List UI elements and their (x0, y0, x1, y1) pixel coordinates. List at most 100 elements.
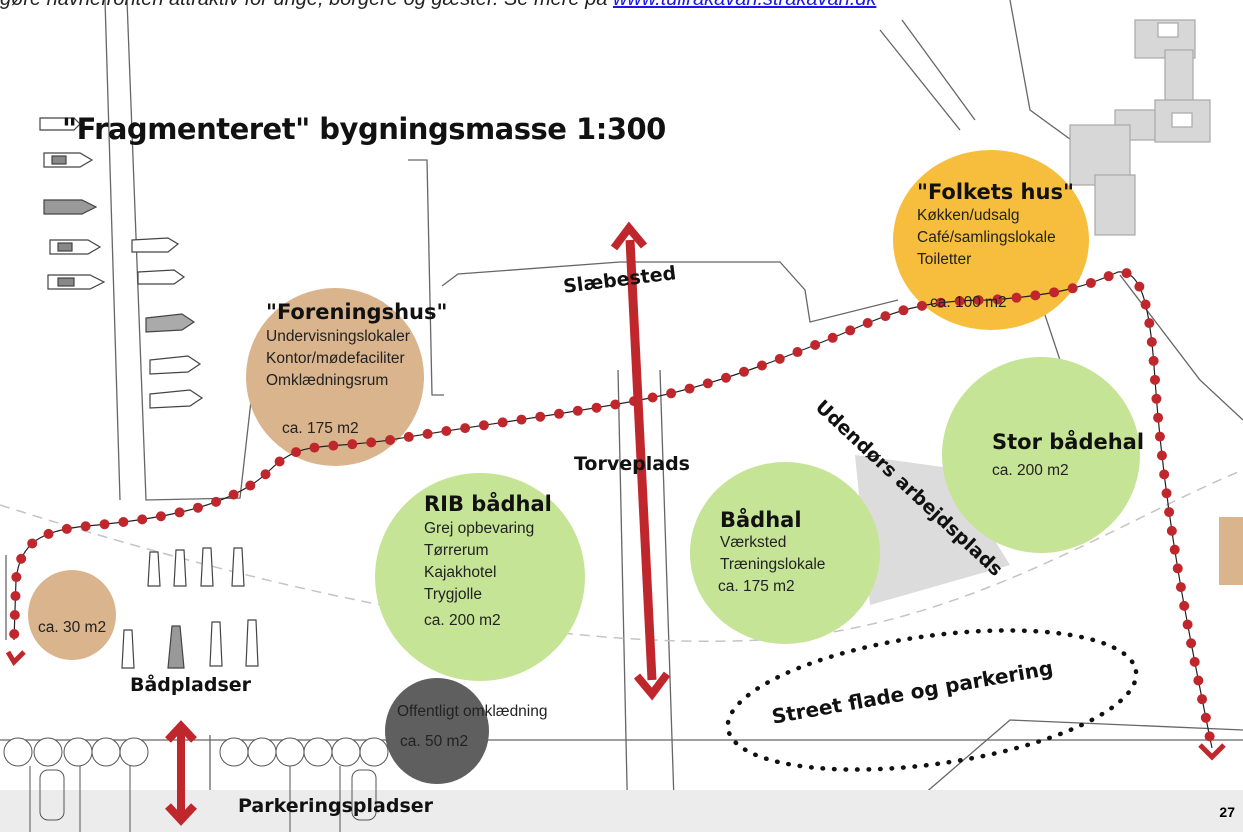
rib-line-2: Tørrerum (424, 542, 489, 559)
route-dot (1197, 694, 1208, 705)
stor-area: ca. 200 m2 (992, 462, 1069, 479)
boat-icon (245, 619, 259, 667)
route-dot (328, 440, 339, 451)
tree-icon (33, 737, 63, 767)
route-dot (647, 392, 658, 403)
route-dot (916, 300, 927, 311)
route-dot (1148, 355, 1159, 366)
small-area: ca. 30 m2 (38, 619, 107, 636)
route-dot (1085, 277, 1096, 288)
route-dot (43, 528, 54, 539)
boat-icon (231, 547, 245, 587)
route-dot (1182, 619, 1193, 630)
route-dot (684, 383, 695, 394)
route-dot (441, 425, 452, 436)
rib-line-1: Grej opbevaring (424, 520, 535, 537)
route-dot (347, 439, 358, 450)
rib-circle (375, 473, 585, 681)
route-dot (739, 366, 750, 377)
route-dot (1175, 582, 1186, 593)
boat-icon (167, 625, 185, 669)
route-dot (1179, 600, 1190, 611)
route-dot (1146, 336, 1157, 347)
car-icon (351, 769, 377, 821)
small-circle (28, 570, 116, 660)
route-dot (422, 428, 433, 439)
intro-text: gøre havnefronten attraktiv for unge, bo… (0, 0, 876, 11)
boat-icon (209, 621, 223, 667)
tree-icon (3, 737, 33, 767)
route-dot (16, 553, 27, 564)
route-dot (1121, 268, 1132, 279)
boat-icon (137, 269, 186, 285)
route-dot (1159, 469, 1170, 480)
page-title: "Fragmenteret" bygningsmasse 1:300 (62, 112, 666, 146)
route-dot (228, 489, 239, 500)
route-dot (80, 521, 91, 532)
stor-circle (942, 357, 1140, 553)
route-dot (192, 502, 203, 513)
route-dot (274, 456, 285, 467)
route-dot (211, 496, 222, 507)
route-dot (880, 311, 891, 322)
route-dot (702, 378, 713, 389)
route-dot (1140, 299, 1151, 310)
boat-icon (49, 239, 102, 255)
folkets-hus-title: "Folkets hus" (917, 180, 1074, 204)
route-dot (1161, 488, 1172, 499)
rib-line-3: Kajakhotel (424, 564, 497, 581)
route-dot (992, 294, 1003, 305)
badhal-area: ca. 175 m2 (718, 578, 795, 595)
boat-icon (149, 389, 204, 409)
badhal-line-1: Værksted (720, 534, 787, 551)
route-dot (1049, 287, 1060, 298)
folkets-hus-line-1: Køkken/udsalg (917, 207, 1020, 224)
route-dot (1186, 638, 1197, 649)
route-dot (385, 434, 396, 445)
route-dot (774, 353, 785, 364)
folkets-hus-line-3: Toiletter (917, 251, 972, 268)
route-dot (1169, 544, 1180, 555)
route-dot (792, 347, 803, 358)
boat-icon (149, 355, 202, 375)
foreningshus-circle (246, 288, 424, 466)
route-dot (1164, 507, 1175, 518)
route-dot (11, 572, 22, 583)
folkets-hus-area: ca. 100 m2 (930, 294, 1007, 311)
parking-arrow (165, 720, 197, 826)
foreningshus-area: ca. 175 m2 (282, 420, 359, 437)
route-dot (756, 360, 767, 371)
route-dot (1204, 731, 1215, 742)
route-dot (403, 431, 414, 442)
route-dot (554, 408, 565, 419)
route-dot (10, 591, 21, 602)
route-dot (245, 480, 256, 491)
route-dot (1166, 525, 1177, 536)
route-dot (535, 411, 546, 422)
badhal-circle (690, 462, 880, 644)
boat-icon (147, 551, 161, 587)
rib-area: ca. 200 m2 (424, 612, 501, 629)
route-dot (1030, 290, 1041, 301)
rib-title: RIB bådhal (424, 492, 552, 516)
route-dot (1193, 675, 1204, 686)
route-dot (309, 442, 320, 453)
route-dot (9, 610, 20, 621)
badhal-title: Bådhal (720, 508, 802, 532)
foreningshus-line-1: Undervisningslokaler (266, 328, 410, 345)
route-dot (720, 372, 731, 383)
route-dot (1149, 374, 1160, 385)
boat-icon (43, 199, 98, 215)
website-link[interactable]: www.tullrakavan.strakavan.dk (613, 0, 876, 10)
route-dot (155, 511, 166, 522)
omklaedning-name: Offentligt omklædning (397, 703, 548, 720)
route-dot (1156, 450, 1167, 461)
route-dot (291, 447, 302, 458)
folkets-hus-line-2: Café/samlingslokale (917, 229, 1056, 246)
route-dot (260, 469, 271, 480)
route-dot (1067, 283, 1078, 294)
route-dot (810, 340, 821, 351)
route-dot (1151, 393, 1162, 404)
